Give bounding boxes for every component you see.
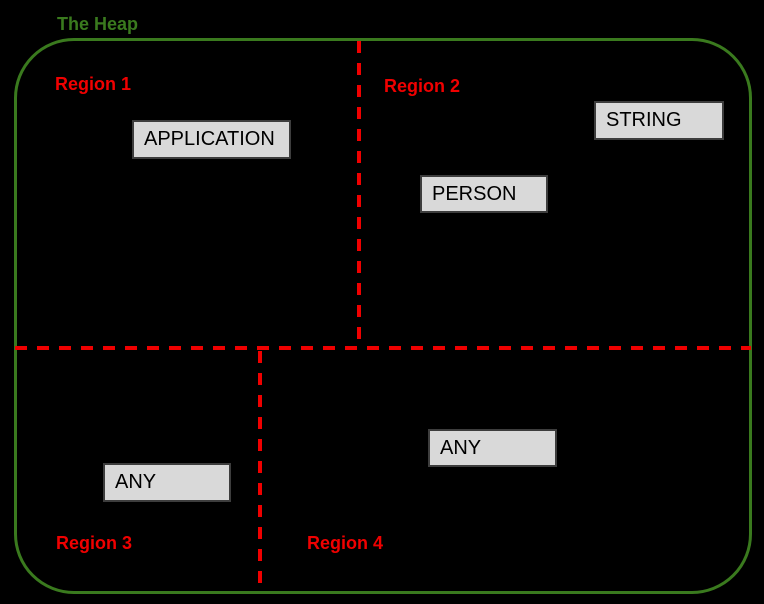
heap-object-label: PERSON (432, 182, 517, 205)
heap-object-label: ANY (440, 436, 482, 459)
heap-object-any-region3: ANY (103, 463, 231, 502)
heap-object-label: STRING (606, 109, 682, 131)
heap-object-person: PERSON (420, 175, 548, 213)
heap-boundary-outline (14, 38, 752, 594)
region-2-label: Region 2 (384, 76, 461, 96)
region-divider-vertical-lower (258, 351, 262, 593)
heap-object-label: ANY (115, 471, 157, 493)
region-divider-vertical-upper (357, 41, 361, 349)
region-1-label: Region 1 (55, 74, 132, 94)
heap-title: The Heap (57, 14, 139, 34)
region-4-label: Region 4 (307, 533, 384, 553)
region-divider-horizontal (15, 346, 751, 350)
region-3-label: Region 3 (56, 533, 133, 553)
heap-object-label: APPLICATION (144, 128, 275, 150)
heap-object-string: STRING (594, 101, 724, 140)
heap-object-application: APPLICATION (132, 120, 291, 159)
heap-object-any-region4: ANY (428, 429, 557, 467)
